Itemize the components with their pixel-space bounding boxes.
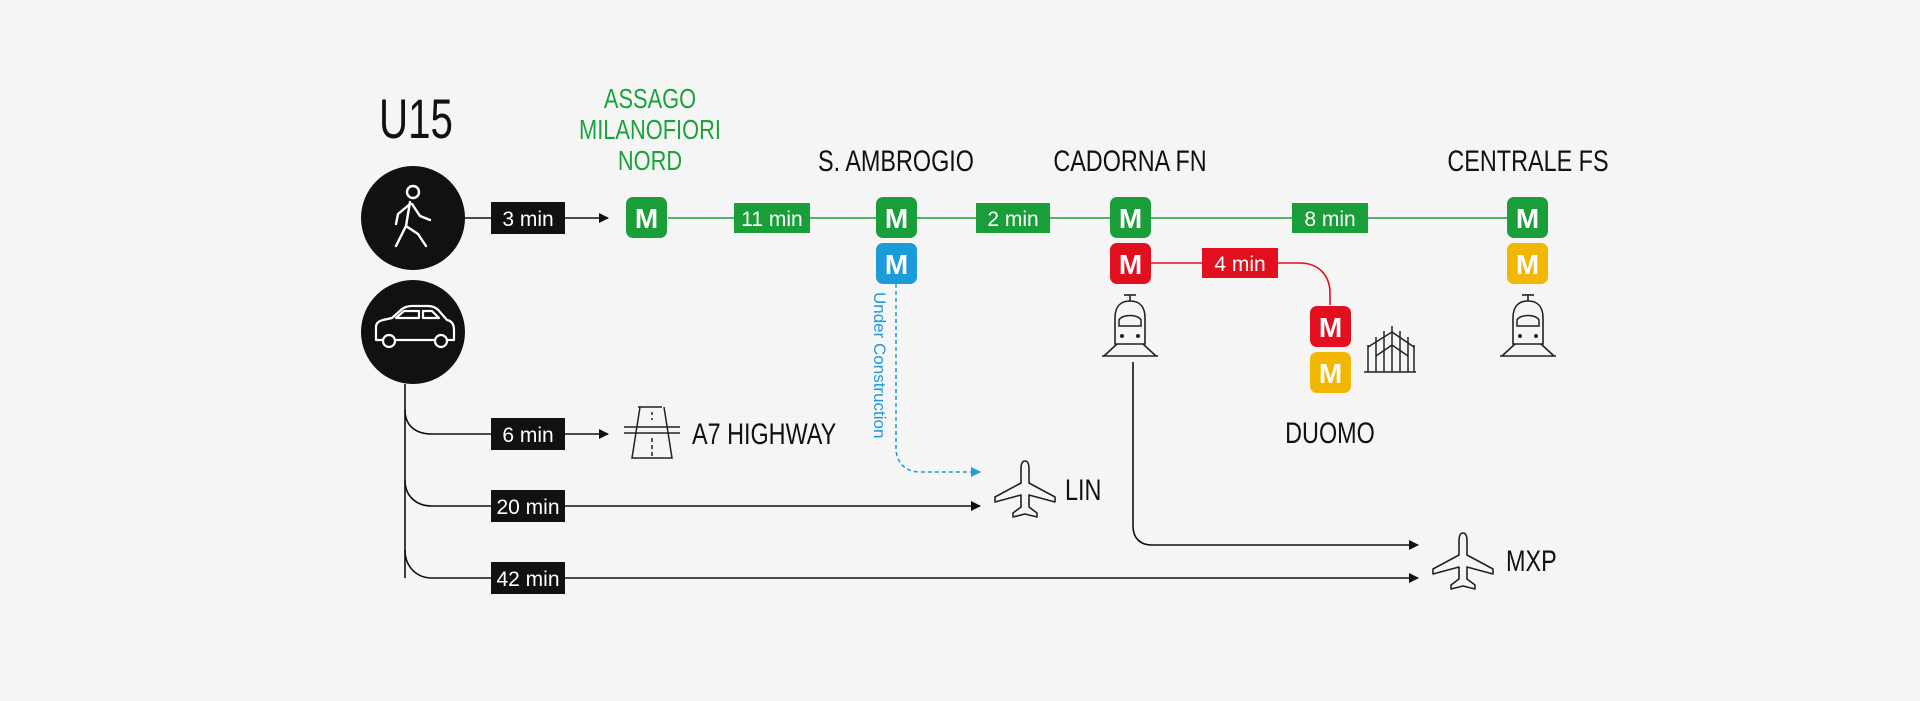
car-time-label-highway: 6 min xyxy=(491,418,565,450)
time-label-assago-sambrogio: 11 min xyxy=(734,203,810,233)
svg-text:M: M xyxy=(1119,249,1142,280)
svg-text:6 min: 6 min xyxy=(502,424,553,447)
station-name-sambrogio: S. AMBROGIO xyxy=(818,144,974,177)
metro-badge-duomo-yellow: M xyxy=(1310,352,1351,393)
line-title: U15 xyxy=(379,89,453,151)
metro-badge-sambrogio-blue: M xyxy=(876,243,917,284)
svg-text:20 min: 20 min xyxy=(496,496,559,519)
metro-badge-cadorna-red: M xyxy=(1110,243,1151,284)
destination-highway: A7 HIGHWAY xyxy=(692,417,836,450)
car-time-label-malpensa: 42 min xyxy=(491,562,565,594)
station-name-centrale: CENTRALE FS xyxy=(1447,144,1608,177)
station-name-cadorna: CADORNA FN xyxy=(1053,144,1206,177)
metro-badge-duomo-red: M xyxy=(1310,306,1351,347)
svg-text:MILANOFIORI: MILANOFIORI xyxy=(579,114,721,145)
svg-text:M: M xyxy=(1319,358,1342,389)
metro-badge-assago-green: M xyxy=(626,197,667,238)
svg-text:M: M xyxy=(1516,249,1539,280)
svg-text:ASSAGO: ASSAGO xyxy=(604,83,696,114)
highway-icon xyxy=(624,406,680,459)
red-metro-line xyxy=(1150,262,1331,305)
metro-badge-centrale-green: M xyxy=(1507,197,1548,238)
svg-text:M: M xyxy=(1119,203,1142,234)
time-label-cadorna-duomo: 4 min xyxy=(1202,248,1278,278)
station-name-duomo: DUOMO xyxy=(1285,416,1375,449)
svg-text:8 min: 8 min xyxy=(1304,208,1355,231)
destination-malpensa: MXP xyxy=(1506,544,1557,577)
destination-linate: LIN xyxy=(1065,473,1101,506)
svg-text:M: M xyxy=(635,203,658,234)
car-routes xyxy=(404,384,1419,583)
duomo-cathedral-icon xyxy=(1364,326,1416,373)
under-construction-label: Under Construction xyxy=(870,292,889,438)
walk-time-label: 3 min xyxy=(491,202,565,234)
walking-person-icon xyxy=(361,166,465,270)
train-icon-cadorna xyxy=(1101,294,1159,357)
svg-text:4 min: 4 min xyxy=(1214,253,1265,276)
svg-text:M: M xyxy=(1516,203,1539,234)
time-label-sambrogio-cadorna: 2 min xyxy=(976,203,1050,233)
svg-text:M: M xyxy=(885,249,908,280)
cadorna-mxp-line xyxy=(1132,362,1419,550)
svg-text:M: M xyxy=(1319,312,1342,343)
svg-text:2 min: 2 min xyxy=(987,208,1038,231)
metro-badge-sambrogio-green: M xyxy=(876,197,917,238)
train-icon-centrale xyxy=(1499,294,1557,357)
svg-text:M: M xyxy=(885,203,908,234)
airplane-icon-linate xyxy=(994,460,1056,518)
time-label-cadorna-centrale: 8 min xyxy=(1292,203,1368,233)
svg-text:42 min: 42 min xyxy=(496,568,559,591)
metro-badge-cadorna-green: M xyxy=(1110,197,1151,238)
airplane-icon-malpensa xyxy=(1432,532,1494,590)
car-icon xyxy=(361,280,465,384)
svg-text:11 min: 11 min xyxy=(741,208,802,231)
svg-text:3 min: 3 min xyxy=(502,208,553,231)
metro-badge-centrale-yellow: M xyxy=(1507,243,1548,284)
blue-line-under-construction xyxy=(895,284,981,477)
station-name-assago: ASSAGO MILANOFIORI NORD xyxy=(579,83,721,176)
svg-text:NORD: NORD xyxy=(618,145,682,176)
car-time-label-linate: 20 min xyxy=(491,490,565,522)
